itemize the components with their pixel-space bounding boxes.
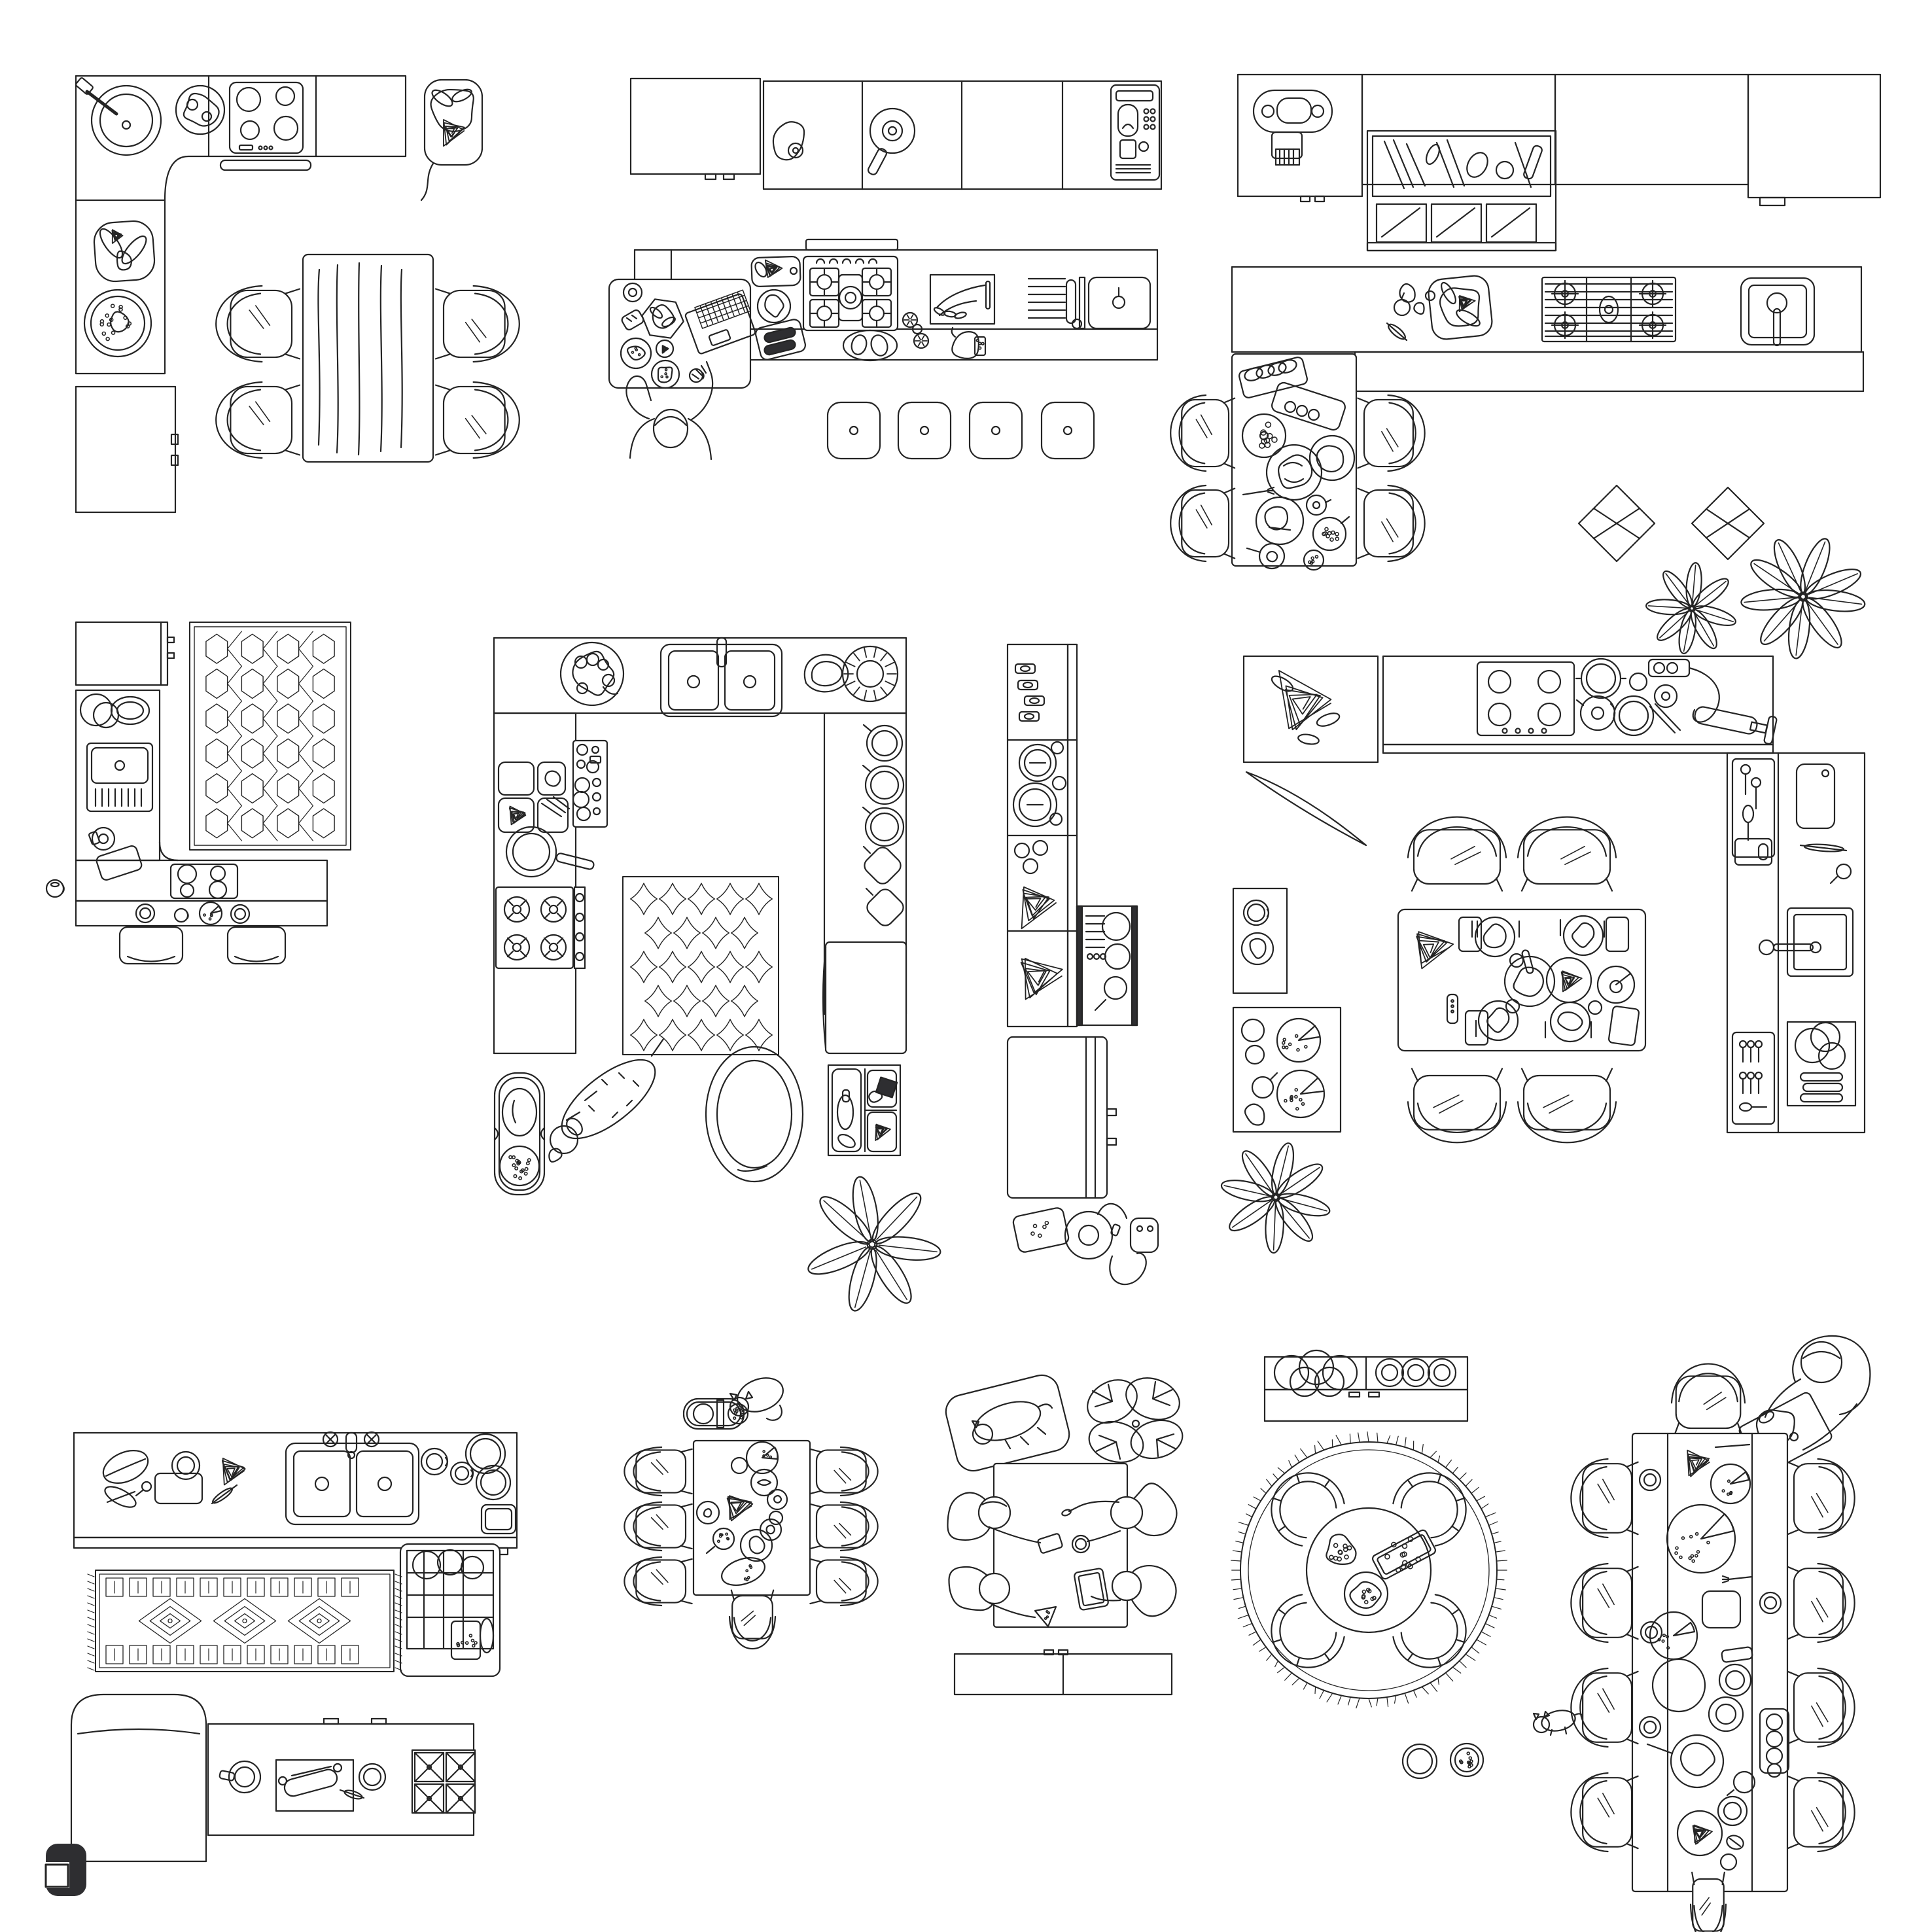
kitchen-u-shaped-dog (493, 637, 941, 1312)
brand-logo (43, 1844, 86, 1896)
dining-long-table-host (1570, 1335, 1871, 1932)
kitchen-l-shaped-dining (75, 75, 520, 514)
dining-square-table-people (945, 1374, 1184, 1696)
kitchen-parallel-kilim (70, 1431, 518, 1863)
kitchen-tall-cabinet-column (1006, 643, 1159, 1286)
dining-seven-chairs-cat (624, 1377, 879, 1650)
kitchen-g-shaped-dining (1220, 655, 1866, 1254)
kitchen-wall-units-table (1170, 73, 1882, 659)
kitchen-linear-island (608, 77, 1163, 461)
kitchen-l-galley-rug (45, 621, 351, 965)
dining-round-table-rug (1230, 1349, 1585, 1780)
